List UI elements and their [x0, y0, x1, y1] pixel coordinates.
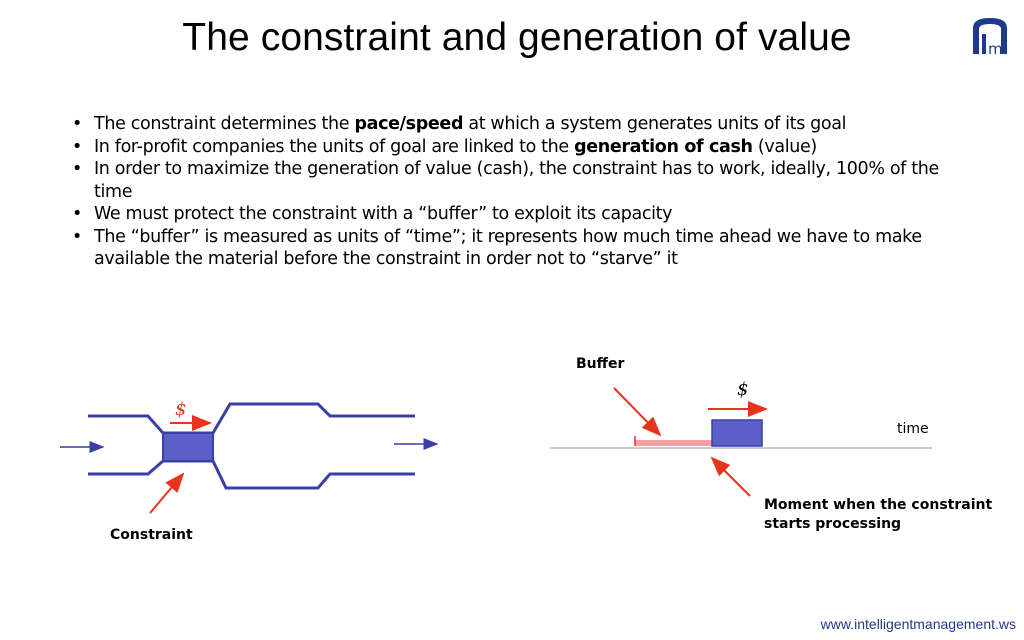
- svg-text:m: m: [988, 40, 1003, 58]
- bullet-emphasis: generation of cash: [574, 136, 753, 157]
- dollar-sign-left: $: [175, 399, 187, 420]
- bullet-item: The “buffer” is measured as units of “ti…: [70, 226, 970, 271]
- moment-label-line1: Moment when the constraint: [764, 497, 993, 513]
- constraint-pointer-arrow: [149, 472, 185, 514]
- page-title: The constraint and generation of value: [182, 16, 852, 59]
- bullet-emphasis: pace/speed: [354, 114, 464, 134]
- pipe-bottom-wall: [88, 459, 415, 490]
- footer-url[interactable]: www.intelligentmanagement.ws: [820, 616, 1016, 632]
- processing-box: [711, 419, 763, 447]
- bullet-item: We must protect the constraint with a “b…: [70, 203, 970, 226]
- time-label: time: [897, 421, 929, 437]
- moment-pointer-arrow: [710, 456, 751, 497]
- bullet-text: (value): [752, 136, 817, 157]
- buffer-bar: [635, 440, 712, 446]
- constraint-label: Constraint: [110, 527, 193, 543]
- bullet-text: We must protect the constraint with a “b…: [94, 204, 673, 224]
- buffer-diagram: [550, 387, 932, 497]
- bullet-text: at which a system generates units of its…: [463, 114, 847, 134]
- constraint-box: [162, 432, 214, 462]
- bullet-text: The “buffer” is measured as units of “ti…: [94, 226, 922, 270]
- logo-icon: m: [973, 18, 1007, 58]
- bullet-text: In for-profit companies the units of goa…: [94, 136, 575, 157]
- buffer-label: Buffer: [576, 356, 625, 372]
- bullet-item: The constraint determines the pace/speed…: [70, 113, 970, 136]
- moment-label: Moment when the constraint starts proces…: [764, 496, 992, 534]
- bullet-text: In order to maximize the generation of v…: [94, 159, 939, 202]
- pipe-top-wall: [88, 402, 415, 435]
- pipe-diagram: [60, 402, 439, 514]
- bullet-list: The constraint determines the pace/speed…: [70, 113, 970, 271]
- dollar-sign-right: $: [737, 379, 749, 400]
- bullet-item: In for-profit companies the units of goa…: [70, 136, 970, 159]
- buffer-pointer-arrow: [613, 387, 662, 437]
- bullet-text: The constraint determines the: [94, 114, 355, 134]
- bullet-item: In order to maximize the generation of v…: [70, 158, 970, 203]
- moment-label-line2: starts processing: [764, 516, 902, 532]
